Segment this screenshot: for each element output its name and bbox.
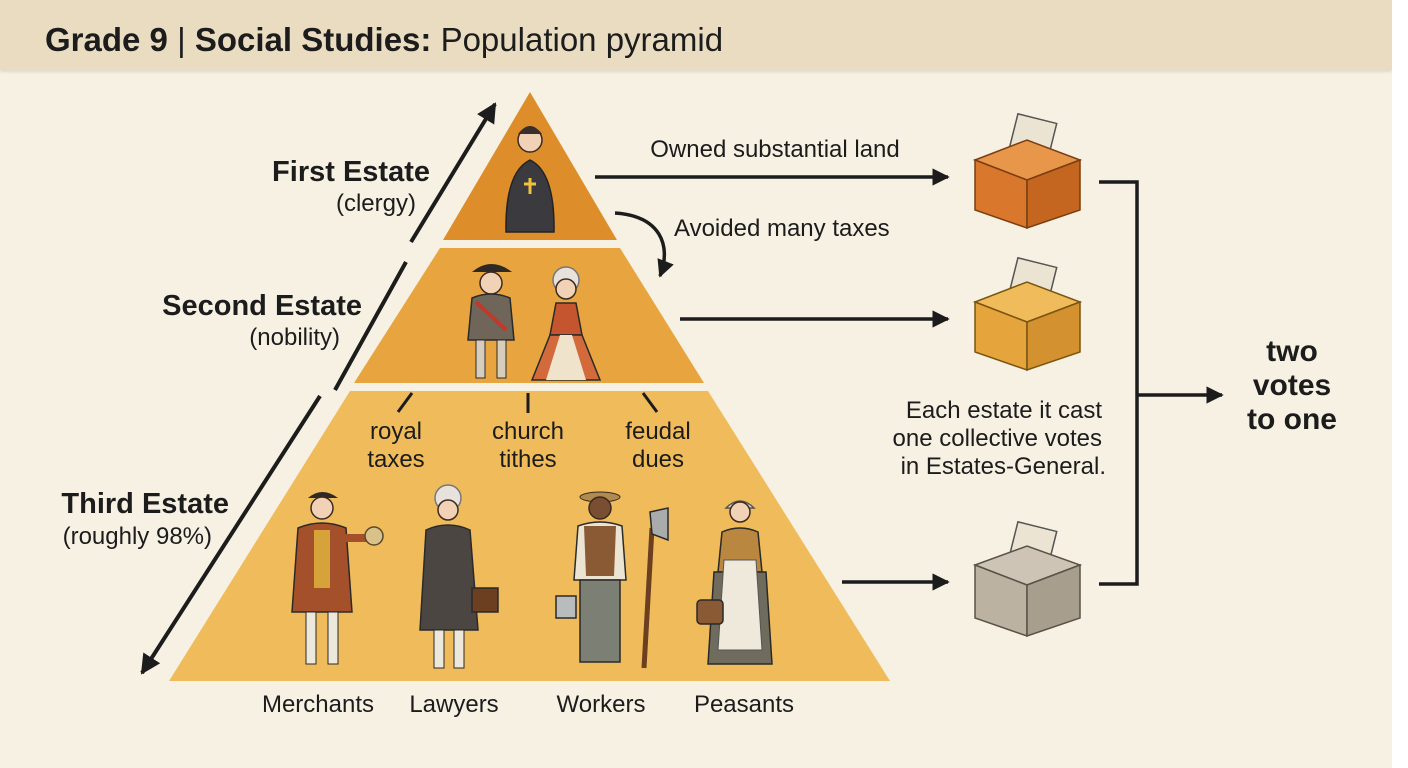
title-subject: Social Studies: [194,21,432,58]
pyramid-tier-second [354,248,704,383]
lawyer-icon [419,484,499,669]
side-arrow-up [409,102,497,244]
note-avoided-taxes: Avoided many taxes [674,215,890,242]
nobleman-icon [467,264,515,379]
peasant-icon [696,500,773,665]
group-label-workers: Workers [556,691,646,718]
page-title: Grade 9 | Social Studies: Population pyr… [45,20,723,60]
clergy-figure-icon [505,126,555,233]
title-separator: | [177,21,186,58]
noblewoman-icon [530,266,602,381]
avoided-taxes-arrow [614,211,674,278]
note-voting: Each estate it cast one collective votes… [892,397,1106,480]
burden-feudal-dues: feudal dues [625,418,691,473]
burden-church-tithes: church tithes [491,418,565,473]
first-estate-label: First Estate [272,156,430,188]
vote-bracket [1099,180,1224,586]
first-estate-sub: (clergy) [335,190,416,217]
group-label-merchants: Merchants [261,691,375,718]
ballot-box-icon [972,112,1083,230]
title-topic: Population pyramid [440,21,724,58]
group-label-peasants: Peasants [693,691,795,718]
third-estate-sub: (roughly 98%) [62,523,212,550]
note-owned-land: Owned substantial land [650,136,900,163]
ballot-box-icon [972,256,1083,372]
worker-icon [555,491,669,669]
title-grade: Grade 9 [45,21,168,58]
header-bar: Grade 9 | Social Studies: Population pyr… [0,0,1392,70]
result-two-votes-to-one: two votes to one [1247,335,1337,436]
group-label-lawyers: Lawyers [409,691,499,718]
burden-royal-taxes: royal taxes [367,418,425,473]
third-estate-label: Third Estate [61,488,229,520]
burden-ticks [396,392,659,413]
merchant-icon [291,492,384,665]
right-frame-edge [1392,0,1408,768]
second-estate-label: Second Estate [162,290,362,322]
second-estate-sub: (nobility) [249,324,340,351]
ballot-box-icon [972,520,1083,638]
side-arrow-down [140,261,408,675]
